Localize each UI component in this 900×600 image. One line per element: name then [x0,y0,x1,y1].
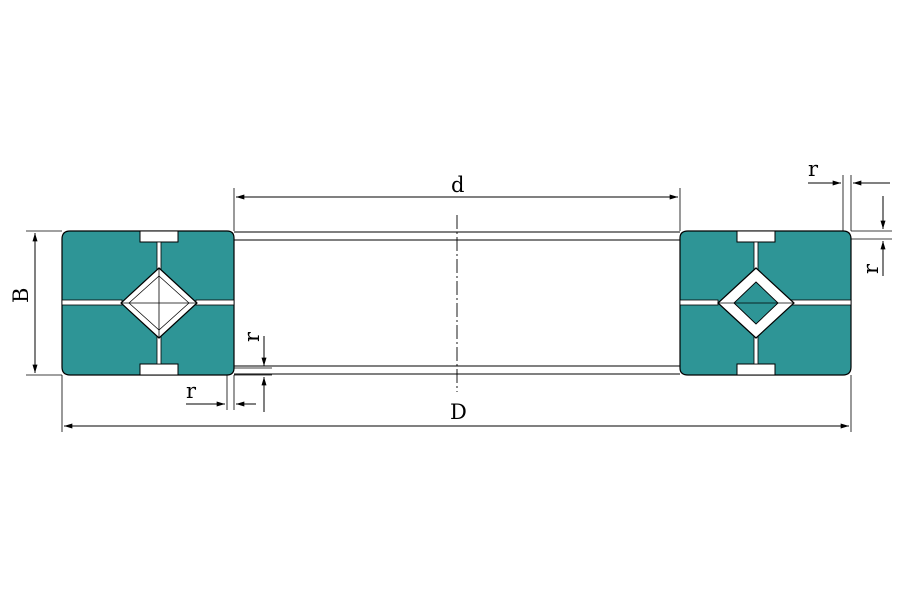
left-section [61,230,235,376]
dimension-B: B [9,230,62,376]
label-r-top-right: r [808,157,819,181]
label-r-left-vertical: r [240,331,264,342]
label-D: D [450,400,467,424]
dimension-D: D [61,375,852,432]
dimension-r-left-vertical: r [234,331,272,412]
label-r-left-horizontal: r [186,379,197,403]
dimension-r-right: r [851,196,892,276]
dimension-d: d [233,173,681,231]
label-B: B [9,288,33,303]
label-r-right: r [859,263,883,274]
label-d: d [451,173,464,197]
dimension-r-left-horizontal: r [186,375,256,410]
dimension-r-top-right: r [808,157,890,231]
right-section [679,230,852,376]
